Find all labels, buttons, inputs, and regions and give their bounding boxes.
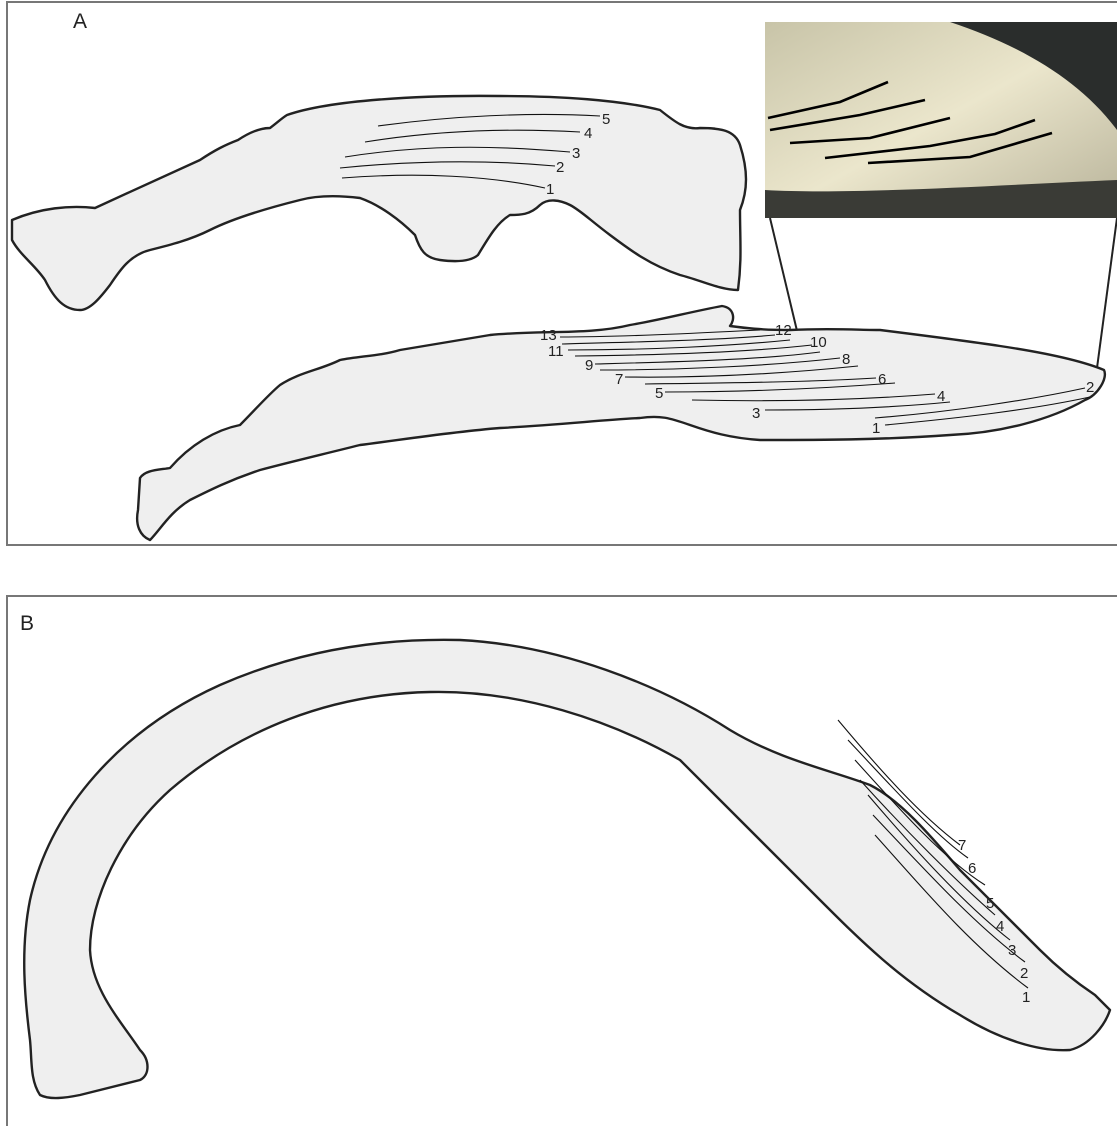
upper-line-label: 5 — [602, 111, 610, 128]
inset-connector-right — [1097, 218, 1117, 368]
lower-line-label: 1 — [872, 420, 880, 437]
lower-line-label: 8 — [842, 351, 850, 368]
panel-b-label: B — [20, 612, 34, 635]
panel-b: B 1 2 3 4 5 6 7 — [7, 596, 1117, 1126]
upper-line-label: 1 — [546, 181, 554, 198]
curved-line-label: 4 — [996, 918, 1004, 935]
inset-connector-left — [770, 218, 798, 335]
lower-line-label: 4 — [937, 388, 945, 405]
lower-bone-outline — [137, 306, 1105, 540]
curved-line-label: 5 — [986, 895, 994, 912]
lower-line-label: 11 — [548, 343, 564, 360]
lower-line-label: 2 — [1086, 379, 1094, 396]
lower-line-label: 6 — [878, 371, 886, 388]
lower-line-label: 12 — [775, 322, 792, 339]
lower-line-label: 10 — [810, 334, 827, 351]
panel-a-label: A — [73, 10, 87, 33]
lower-line-label: 13 — [540, 327, 557, 344]
lower-line-label: 5 — [655, 385, 663, 402]
lower-line-label: 3 — [752, 405, 760, 422]
panel-a: A 1 2 3 4 5 — [7, 2, 1117, 545]
inset-photo — [765, 22, 1117, 218]
curved-line-label: 2 — [1020, 965, 1028, 982]
lower-line-label: 7 — [615, 371, 623, 388]
curved-line-label: 3 — [1008, 942, 1016, 959]
upper-line-label: 3 — [572, 145, 580, 162]
curved-bone-outline — [24, 640, 1110, 1098]
upper-line-label: 4 — [584, 125, 592, 142]
upper-bone-outline — [12, 96, 746, 310]
upper-line-label: 2 — [556, 159, 564, 176]
curved-line-label: 7 — [958, 837, 966, 854]
lower-line-label: 9 — [585, 357, 593, 374]
curved-line-label: 6 — [968, 860, 976, 877]
curved-line-label: 1 — [1022, 989, 1030, 1006]
